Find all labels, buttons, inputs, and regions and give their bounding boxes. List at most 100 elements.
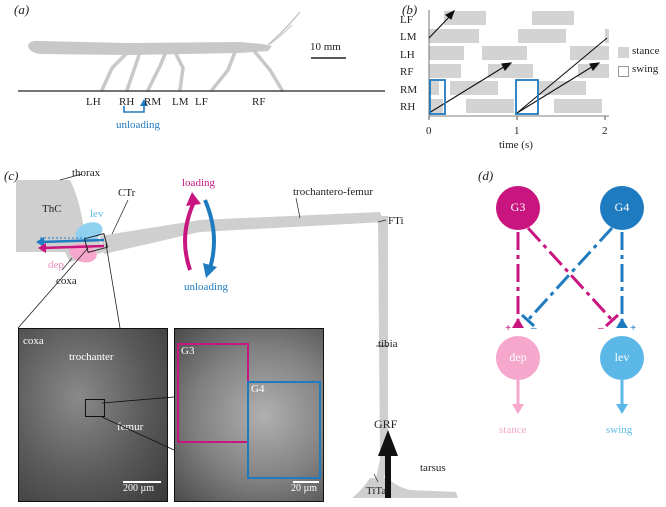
sem-zoom-box	[85, 399, 105, 417]
tita-label: TiTa	[366, 485, 387, 497]
sem-scale-label-right: 20 µm	[291, 483, 318, 494]
leg-drawing	[16, 173, 458, 498]
ctr-label: CTr	[118, 187, 136, 199]
wave-arrow-4	[516, 64, 596, 114]
leg-label-lh: LH	[86, 96, 101, 108]
dep-arrow	[41, 244, 105, 250]
g4-node-label: G4	[614, 200, 630, 214]
sem-trochanter-label: trochanter	[69, 351, 114, 363]
tarsus-shape	[352, 478, 458, 498]
leg-rm	[146, 50, 168, 92]
g4-label-sem: G4	[251, 383, 265, 395]
gait-diagram	[428, 9, 609, 120]
g4-box	[247, 381, 321, 479]
sem-scale-label-left: 200 µm	[123, 483, 155, 494]
leg-rh	[125, 50, 142, 92]
highlight-box-2	[515, 79, 539, 115]
stance-bars	[429, 11, 609, 113]
lev-node-label: lev	[614, 350, 630, 364]
tibia-label: tibia	[378, 338, 398, 350]
sem-image-closeup: G3 G4 20 µm	[174, 328, 324, 502]
legend-stance-label: stance	[632, 45, 660, 57]
sem-femur-label: femur	[117, 421, 144, 433]
swing-label: swing	[606, 424, 633, 436]
femur-shape	[100, 212, 384, 254]
g3-node-label: G3	[510, 200, 526, 214]
sem-scale-bar-left	[123, 481, 161, 483]
legend-swing-swatch	[618, 66, 629, 77]
grf-label: GRF	[374, 417, 398, 431]
row-label-rf: RF	[400, 66, 414, 78]
plus-g4: +	[630, 322, 637, 334]
thorax-label: thorax	[72, 167, 101, 179]
unloading-bracket	[123, 104, 145, 113]
dep-node-label: dep	[509, 350, 527, 364]
tick-label-0: 0	[426, 125, 432, 137]
g3-node	[496, 186, 540, 230]
sem-scale-bar-right	[293, 481, 319, 483]
leg-label-rf: RF	[252, 96, 266, 108]
minus-g4: –	[531, 322, 537, 334]
leg-label-lm: LM	[172, 96, 189, 108]
trochantero-femur-label: trochantero-femur	[293, 186, 374, 198]
g3-box	[177, 343, 249, 443]
plus-g3: +	[505, 322, 512, 334]
stick-insect-drawing	[18, 11, 385, 113]
thc-label: ThC	[42, 203, 62, 215]
coxa-label: coxa	[56, 275, 77, 287]
x-axis-label: time (s)	[499, 139, 533, 151]
lev-arrow	[39, 238, 105, 244]
sem-image-overview: coxa trochanter femur 200 µm	[18, 328, 168, 502]
minus-g3: –	[598, 322, 604, 334]
unloading-arrow	[203, 199, 216, 269]
legend-stance-swatch	[618, 47, 629, 58]
tick-label-2: 2	[602, 125, 608, 137]
leg-lh	[100, 50, 130, 92]
antenna-1	[267, 11, 301, 46]
insect-body	[28, 40, 272, 55]
loading-arrow	[183, 199, 197, 271]
stance-label: stance	[499, 424, 527, 436]
tick-label-1: 1	[514, 125, 520, 137]
legend-swing-label: swing	[632, 63, 659, 75]
g3-label-sem: G3	[181, 345, 195, 357]
leg-label-rh: RH	[119, 96, 135, 108]
wave-arrow-3	[516, 37, 608, 114]
wave-arrow-1	[428, 13, 453, 39]
fti-label: FTi	[388, 215, 404, 227]
scale-label: 10 mm	[310, 41, 341, 53]
leg-lf	[210, 50, 237, 92]
zoom-connector	[101, 396, 175, 451]
dep-label: dep	[48, 259, 64, 271]
row-label-lf: LF	[400, 14, 413, 26]
lev-muscle	[75, 222, 103, 242]
panel-d-tag: (d)	[478, 168, 494, 183]
unloading-label-a: unloading	[116, 119, 160, 131]
circuit-diagram	[512, 226, 628, 414]
tibia-shape	[376, 216, 388, 478]
panel-b-tag: (b)	[402, 2, 418, 17]
leg-label-lf: LF	[195, 96, 208, 108]
panel-a-tag: (a)	[14, 2, 30, 17]
antenna-2	[269, 24, 293, 45]
g4-node	[600, 186, 644, 230]
thorax-shape	[16, 180, 84, 252]
dep-node	[496, 336, 540, 380]
wave-arrow-2	[428, 64, 508, 114]
lev-node	[600, 336, 644, 380]
dep-muscle	[69, 243, 97, 263]
highlight-box-1	[429, 79, 446, 115]
row-label-rm: RM	[400, 84, 418, 96]
row-label-lh: LH	[400, 49, 415, 61]
panel-c-tag: (c)	[4, 168, 19, 183]
leg-lm	[173, 50, 185, 92]
unloading-label-c: unloading	[184, 281, 228, 293]
leg-label-rm: RM	[144, 96, 162, 108]
sem-coxa-label: coxa	[23, 335, 44, 347]
row-label-lm: LM	[400, 31, 417, 43]
tarsus-label: tarsus	[420, 462, 446, 474]
unloading-arrowhead	[140, 99, 148, 106]
ctr-box	[83, 233, 109, 253]
leg-rf	[253, 50, 284, 92]
row-label-rh: RH	[400, 101, 416, 113]
